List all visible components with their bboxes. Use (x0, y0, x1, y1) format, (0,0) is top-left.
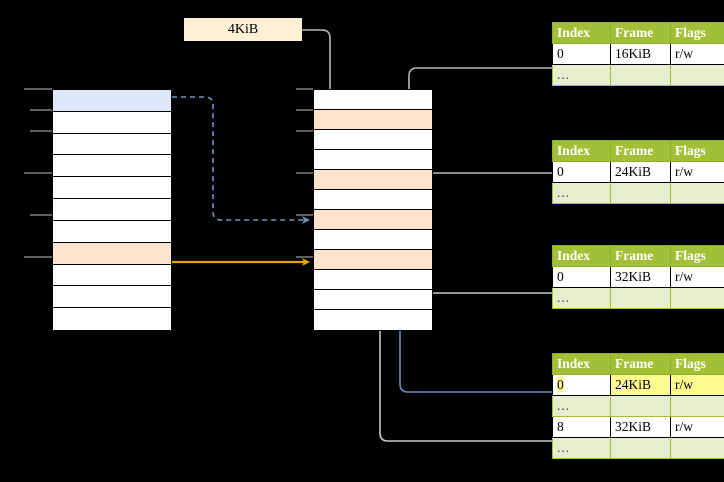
page-table-4-cell-2-0: 8 (552, 416, 611, 438)
page-table-1-ellipsis-row: ... (552, 64, 724, 86)
size-label-4kib: 4KiB (184, 18, 302, 41)
physical-frame-row-0 (314, 90, 432, 110)
physical-frame-row-3 (314, 150, 432, 170)
page-table-3-cell-0-0: 0 (552, 266, 611, 288)
page-table-1-cell-1-2 (670, 64, 724, 86)
virtual-page-row-9 (53, 286, 171, 309)
wire-virtual-to-physical (172, 96, 310, 224)
virtual-page-row-10 (53, 308, 171, 330)
page-table-4-cell-1-1 (610, 395, 671, 417)
virtual-page-row-2 (53, 133, 171, 156)
page-table-4-header-index: Index (552, 353, 611, 375)
page-table-4-cell-3-1 (610, 437, 671, 459)
page-table-4-header-frame: Frame (610, 353, 671, 375)
page-table-4-header-flags: Flags (670, 353, 724, 375)
page-table-1-header-index: Index (552, 22, 611, 44)
page-table-4-cell-2-2: r/w (670, 416, 724, 438)
page-table-3-cell-1-1 (610, 287, 671, 309)
physical-frame-row-5 (314, 190, 432, 210)
virtual-page-row-1 (53, 111, 171, 134)
left-table-ticks (24, 88, 52, 258)
page-table-2-header-index: Index (552, 140, 611, 162)
page-table-2-header-flags: Flags (670, 140, 724, 162)
page-table-1-cell-1-1 (610, 64, 671, 86)
page-table-3-cell-1-2 (670, 287, 724, 309)
page-table-1-cell-0-1: 16KiB (610, 43, 671, 65)
page-table-4-cell-0-0: 0 (552, 374, 611, 396)
page-table-1-header-flags: Flags (670, 22, 724, 44)
physical-frame-row-8 (314, 250, 432, 270)
physical-frame-row-4 (314, 170, 432, 190)
page-table-4-cell-1-0: ... (552, 395, 611, 417)
virtual-page-row-5 (53, 199, 171, 221)
physical-frame-row-2 (314, 130, 432, 150)
page-table-2-cell-1-2 (670, 182, 724, 204)
virtual-page-row-6 (53, 220, 171, 243)
page-table-3-ellipsis-row: ... (552, 287, 724, 309)
page-table-2-cell-1-0: ... (552, 182, 611, 204)
page-table-2-header-frame: Frame (610, 140, 671, 162)
page-table-3-cell-0-2: r/w (670, 266, 724, 288)
virtual-page-row-7 (53, 242, 171, 265)
page-table-4-cell-2-1: 32KiB (610, 416, 671, 438)
physical-frame-row-11 (314, 310, 432, 330)
page-table-2-ellipsis-row: ... (552, 182, 724, 204)
page-table-4-cell-1-2 (670, 395, 724, 417)
physical-frame-row-10 (314, 290, 432, 310)
page-table-3-header-frame: Frame (610, 245, 671, 267)
middle-table-ticks (296, 88, 313, 258)
page-table-1-cell-1-0: ... (552, 64, 611, 86)
highlighted-value: 0 (557, 377, 564, 392)
page-table-2-cell-0-2: r/w (670, 161, 724, 183)
page-table-3-header-index: Index (552, 245, 611, 267)
physical-frame-row-7 (314, 230, 432, 250)
physical-frame-row-9 (314, 270, 432, 290)
virtual-address-space-table (52, 89, 172, 331)
page-table-3-header-flags: Flags (670, 245, 724, 267)
page-table-3-cell-1-0: ... (552, 287, 611, 309)
page-table-4-cell-0-2: r/w (670, 374, 724, 396)
physical-memory-table (313, 89, 433, 331)
virtual-page-row-4 (53, 177, 171, 200)
page-table-3-cell-0-1: 32KiB (610, 266, 671, 288)
page-table-4-cell-3-0: ... (552, 437, 611, 459)
physical-frame-row-1 (314, 110, 432, 130)
page-table-2-cell-0-1: 24KiB (610, 161, 671, 183)
physical-frame-row-6 (314, 210, 432, 230)
virtual-page-row-0 (53, 90, 171, 112)
page-table-2-cell-1-1 (610, 182, 671, 204)
page-table-1-cell-0-0: 0 (552, 43, 611, 65)
page-table-4-ellipsis-row: ... (552, 395, 724, 417)
virtual-page-row-3 (53, 155, 171, 178)
page-table-1-header-frame: Frame (610, 22, 671, 44)
page-table-2-cell-0-0: 0 (552, 161, 611, 183)
virtual-page-row-8 (53, 264, 171, 287)
page-table-4-ellipsis-row: ... (552, 437, 724, 459)
page-table-4-cell-0-1: 24KiB (610, 374, 671, 396)
page-table-4-cell-3-2 (670, 437, 724, 459)
page-table-1-cell-0-2: r/w (670, 43, 724, 65)
